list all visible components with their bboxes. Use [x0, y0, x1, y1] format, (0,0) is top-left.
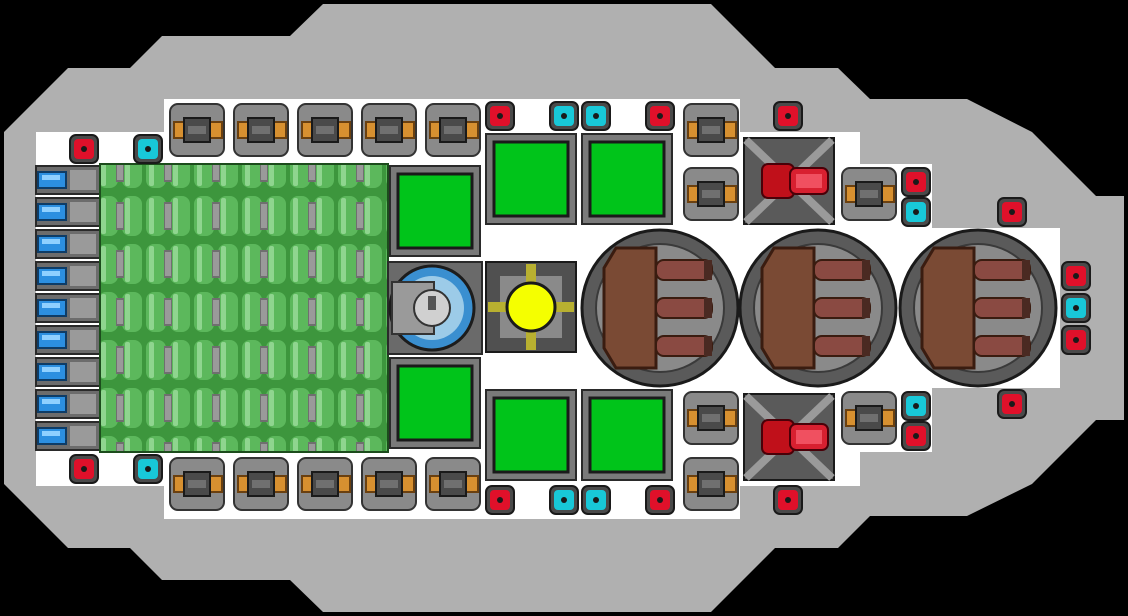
cannon-icon[interactable] — [841, 167, 897, 221]
port-icon[interactable] — [773, 101, 803, 131]
cargo-block-icon[interactable] — [485, 389, 577, 481]
port-group — [69, 101, 1091, 515]
port-icon[interactable] — [549, 485, 579, 515]
shield-generator[interactable] — [387, 261, 483, 355]
cannon-icon[interactable] — [233, 103, 289, 157]
thruster-icon[interactable] — [35, 357, 101, 387]
thruster-icon[interactable] — [35, 229, 101, 259]
port-icon[interactable] — [1061, 325, 1091, 355]
cannon-icon[interactable] — [683, 391, 739, 445]
cargo-block-icon[interactable] — [485, 133, 577, 225]
cannon-icon[interactable] — [683, 457, 739, 511]
cannon-icon[interactable] — [841, 391, 897, 445]
port-icon[interactable] — [901, 391, 931, 421]
cannon-icon[interactable] — [683, 103, 739, 157]
port-icon[interactable] — [133, 134, 163, 164]
cannon-icon[interactable] — [169, 457, 225, 511]
port-icon[interactable] — [485, 101, 515, 131]
fuel-tank-bank — [99, 163, 389, 453]
cannon-icon[interactable] — [297, 103, 353, 157]
thruster-icon[interactable] — [35, 197, 101, 227]
cannon-icon[interactable] — [297, 457, 353, 511]
heavy-gun-icon[interactable] — [743, 137, 835, 225]
turret-icon[interactable] — [738, 228, 898, 388]
cannon-icon[interactable] — [425, 457, 481, 511]
heavy-gun-icon[interactable] — [743, 393, 835, 481]
port-icon[interactable] — [645, 101, 675, 131]
port-icon[interactable] — [901, 197, 931, 227]
port-icon[interactable] — [901, 167, 931, 197]
cannon-icon[interactable] — [683, 167, 739, 221]
cargo-block-group — [389, 133, 673, 481]
port-icon[interactable] — [581, 485, 611, 515]
port-icon[interactable] — [997, 197, 1027, 227]
port-icon[interactable] — [581, 101, 611, 131]
cannon-icon[interactable] — [233, 457, 289, 511]
thruster-icon[interactable] — [35, 325, 101, 355]
cargo-block-icon[interactable] — [581, 133, 673, 225]
port-icon[interactable] — [69, 134, 99, 164]
reactor-icon — [505, 281, 557, 333]
port-icon[interactable] — [549, 101, 579, 131]
port-icon[interactable] — [773, 485, 803, 515]
port-icon[interactable] — [645, 485, 675, 515]
cannon-icon[interactable] — [425, 103, 481, 157]
heavy-gun-group — [743, 137, 835, 481]
port-icon[interactable] — [485, 485, 515, 515]
turret-icon[interactable] — [898, 228, 1058, 388]
port-icon[interactable] — [1061, 261, 1091, 291]
port-icon[interactable] — [133, 454, 163, 484]
thruster-icon[interactable] — [35, 261, 101, 291]
cargo-block-icon[interactable] — [389, 357, 481, 449]
small-cannon-group — [169, 103, 897, 511]
thruster-icon[interactable] — [35, 389, 101, 419]
turret-icon[interactable] — [580, 228, 740, 388]
reactor[interactable] — [485, 261, 577, 353]
cannon-icon[interactable] — [361, 457, 417, 511]
thruster-icon[interactable] — [35, 293, 101, 323]
port-icon[interactable] — [69, 454, 99, 484]
port-icon[interactable] — [901, 421, 931, 451]
cargo-block-icon[interactable] — [581, 389, 673, 481]
cannon-icon[interactable] — [169, 103, 225, 157]
cargo-block-icon[interactable] — [389, 165, 481, 257]
port-icon[interactable] — [997, 389, 1027, 419]
fuel-tank-icon — [99, 163, 389, 453]
thruster-column — [35, 165, 101, 451]
turret-group — [580, 228, 1058, 388]
cannon-icon[interactable] — [361, 103, 417, 157]
thruster-icon[interactable] — [35, 421, 101, 451]
thruster-icon[interactable] — [35, 165, 101, 195]
port-icon[interactable] — [1061, 293, 1091, 323]
